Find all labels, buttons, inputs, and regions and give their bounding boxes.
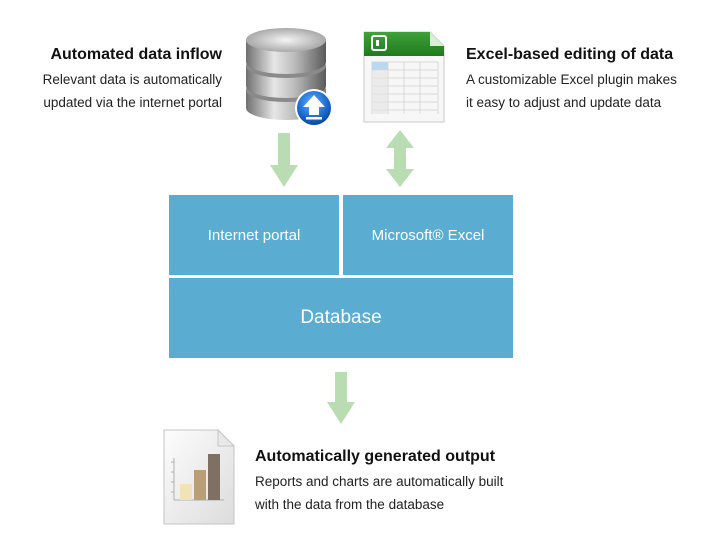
output-title: Automatically generated output xyxy=(255,448,496,465)
down-arrow-inflow xyxy=(270,133,298,187)
excel-spreadsheet-icon xyxy=(363,31,445,123)
microsoft-excel-box: Microsoft® Excel xyxy=(343,195,513,275)
inflow-desc-line1: Relevant data is automatically xyxy=(42,72,222,87)
internet-portal-box: Internet portal xyxy=(169,195,339,275)
excel-desc-line1: A customizable Excel plugin makes xyxy=(466,72,677,87)
bar-chart-document-icon xyxy=(163,428,236,525)
database-label: Database xyxy=(300,307,382,328)
inflow-title: Automated data inflow xyxy=(50,46,222,63)
down-arrow-output xyxy=(327,372,355,424)
inflow-desc-line2: updated via the internet portal xyxy=(43,95,222,110)
output-desc-line2: with the data from the database xyxy=(255,497,445,512)
microsoft-excel-label: Microsoft® Excel xyxy=(371,226,485,244)
excel-desc-line2: it easy to adjust and update data xyxy=(466,95,662,110)
database-upload-icon xyxy=(246,28,333,127)
excel-title: Excel-based editing of data xyxy=(466,46,674,63)
bidirectional-arrow-excel xyxy=(386,130,414,187)
internet-portal-label: Internet portal xyxy=(207,226,301,244)
database-box: Database xyxy=(169,278,513,358)
output-desc-line1: Reports and charts are automatically bui… xyxy=(255,474,504,489)
